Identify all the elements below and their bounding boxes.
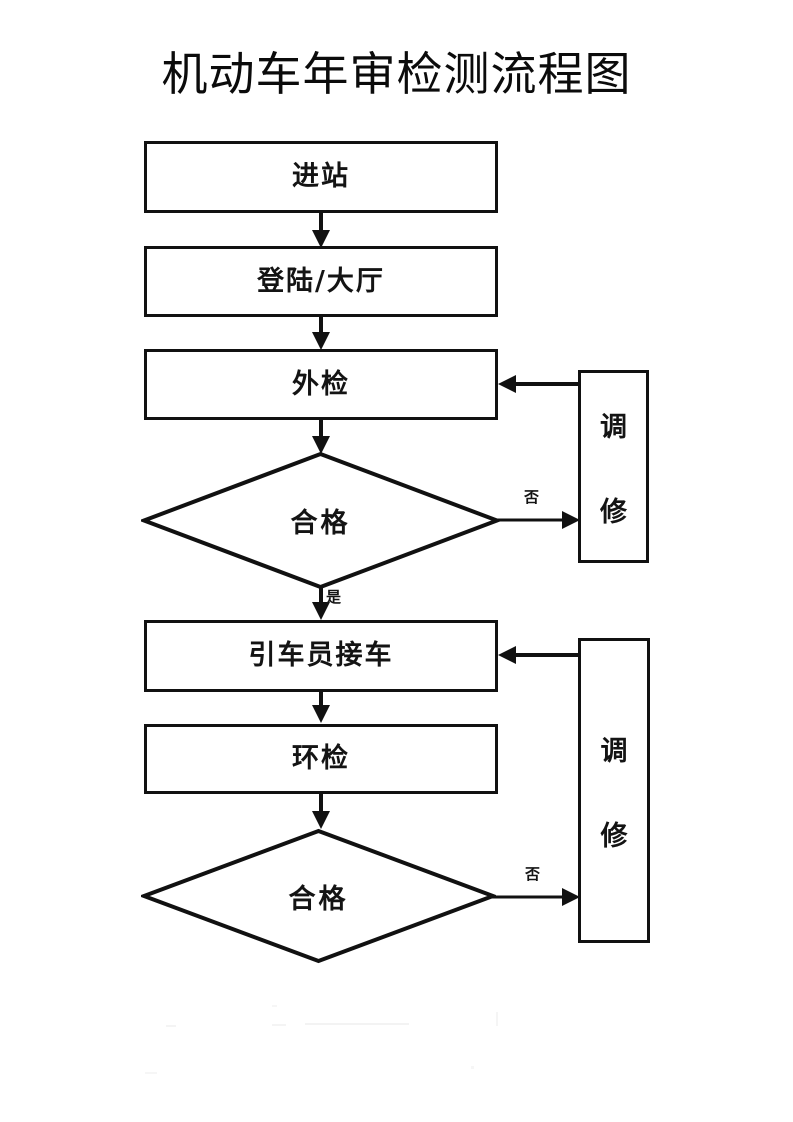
- connector-tiaoxiu1-to-waijian: [495, 370, 585, 400]
- edge-label-no-1: 否: [524, 488, 540, 506]
- scan-artifact: [496, 1012, 498, 1026]
- scan-artifact: [305, 1023, 409, 1025]
- node-tiaoxiu-2[interactable]: 调 修: [578, 638, 650, 943]
- node-label: 进站: [292, 161, 350, 192]
- node-hege-decision-2[interactable]: 合格: [141, 828, 496, 964]
- node-label: 登陆/大厅: [257, 265, 385, 297]
- connector-hege2-to-tiaoxiu2: [492, 884, 584, 910]
- node-yincheyuan-jieche[interactable]: 引车员接车: [144, 620, 498, 692]
- connector-tiaoxiu2-to-yincheyuan: [495, 641, 585, 671]
- connector-yincheyuan-to-huanjian: [305, 690, 337, 726]
- scan-artifact: [166, 1025, 176, 1027]
- scan-artifact: [145, 1072, 157, 1074]
- connector-waijian-to-hege1: [305, 418, 337, 458]
- node-label: 合格: [288, 883, 349, 915]
- node-label-char-2: 修: [600, 820, 628, 852]
- page-title: 机动车年审检测流程图: [161, 47, 632, 101]
- node-label: 引车员接车: [248, 640, 394, 671]
- node-label: 合格: [290, 508, 351, 539]
- connector-jinzhan-to-denglu: [305, 210, 337, 250]
- node-denglu-datang[interactable]: 登陆/大厅: [144, 246, 498, 317]
- node-label: 环检: [292, 743, 350, 774]
- node-label: 外检: [292, 368, 350, 400]
- connector-hege1-to-tiaoxiu1: [496, 507, 584, 533]
- edge-label-no-2: 否: [525, 865, 541, 883]
- node-label-vertical: 调 修: [600, 405, 627, 529]
- node-waijian[interactable]: 外检: [144, 349, 498, 420]
- node-label-char-2: 修: [600, 496, 627, 528]
- node-huanjian[interactable]: 环检: [144, 724, 498, 794]
- node-jinzhan[interactable]: 进站: [144, 141, 498, 213]
- node-label-char-1: 调: [600, 411, 627, 443]
- scan-artifact: [272, 1005, 277, 1007]
- edge-label-yes-1: 是: [326, 588, 342, 606]
- scan-artifact: [272, 1024, 286, 1026]
- node-label-vertical: 调 修: [601, 729, 628, 853]
- connector-huanjian-to-hege2: [305, 792, 337, 832]
- scan-artifact: [471, 1066, 474, 1069]
- connector-hege1-to-yinche: [305, 586, 337, 624]
- node-hege-decision-1[interactable]: 合格: [141, 451, 500, 590]
- connector-denglu-to-waijian: [305, 314, 337, 354]
- node-label-char-1: 调: [600, 735, 628, 767]
- node-tiaoxiu-1[interactable]: 调 修: [578, 370, 649, 563]
